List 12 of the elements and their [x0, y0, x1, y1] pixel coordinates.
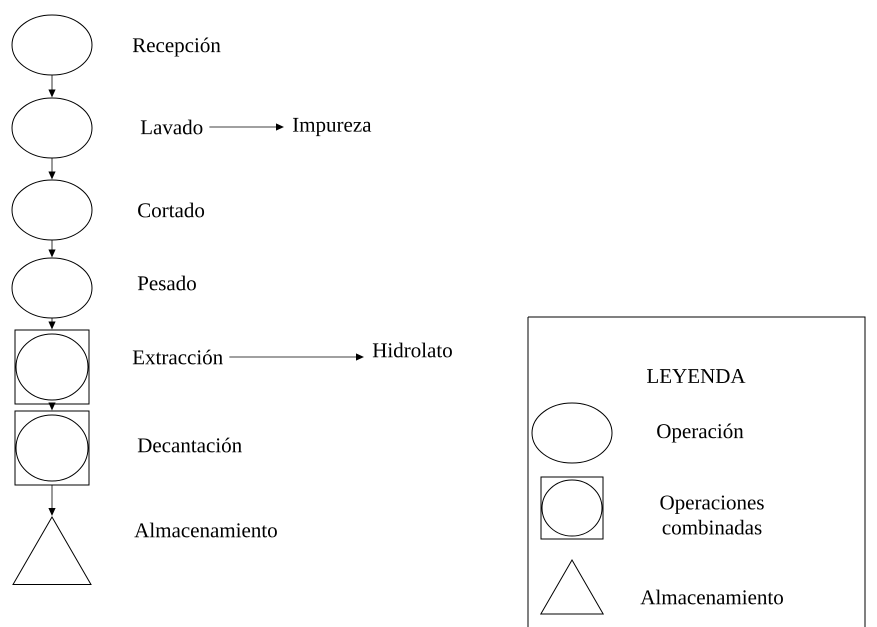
- step-label: Recepción: [132, 37, 221, 57]
- output-label: Impureza: [292, 118, 372, 136]
- step-label: Extracción: [132, 350, 223, 364]
- step-label: Pesado: [138, 276, 196, 290]
- legend-item: Operación: [532, 402, 744, 464]
- legend-item: Operaciones combinadas: [540, 476, 764, 540]
- legend-title: LEYENDA: [647, 369, 746, 383]
- step-label: Lavado: [140, 120, 202, 134]
- step-label: Decantación: [138, 438, 242, 452]
- step-label: Cortado: [138, 202, 204, 218]
- step-label: Almacenamiento: [134, 522, 277, 538]
- output-label: Hidrolato: [372, 342, 452, 358]
